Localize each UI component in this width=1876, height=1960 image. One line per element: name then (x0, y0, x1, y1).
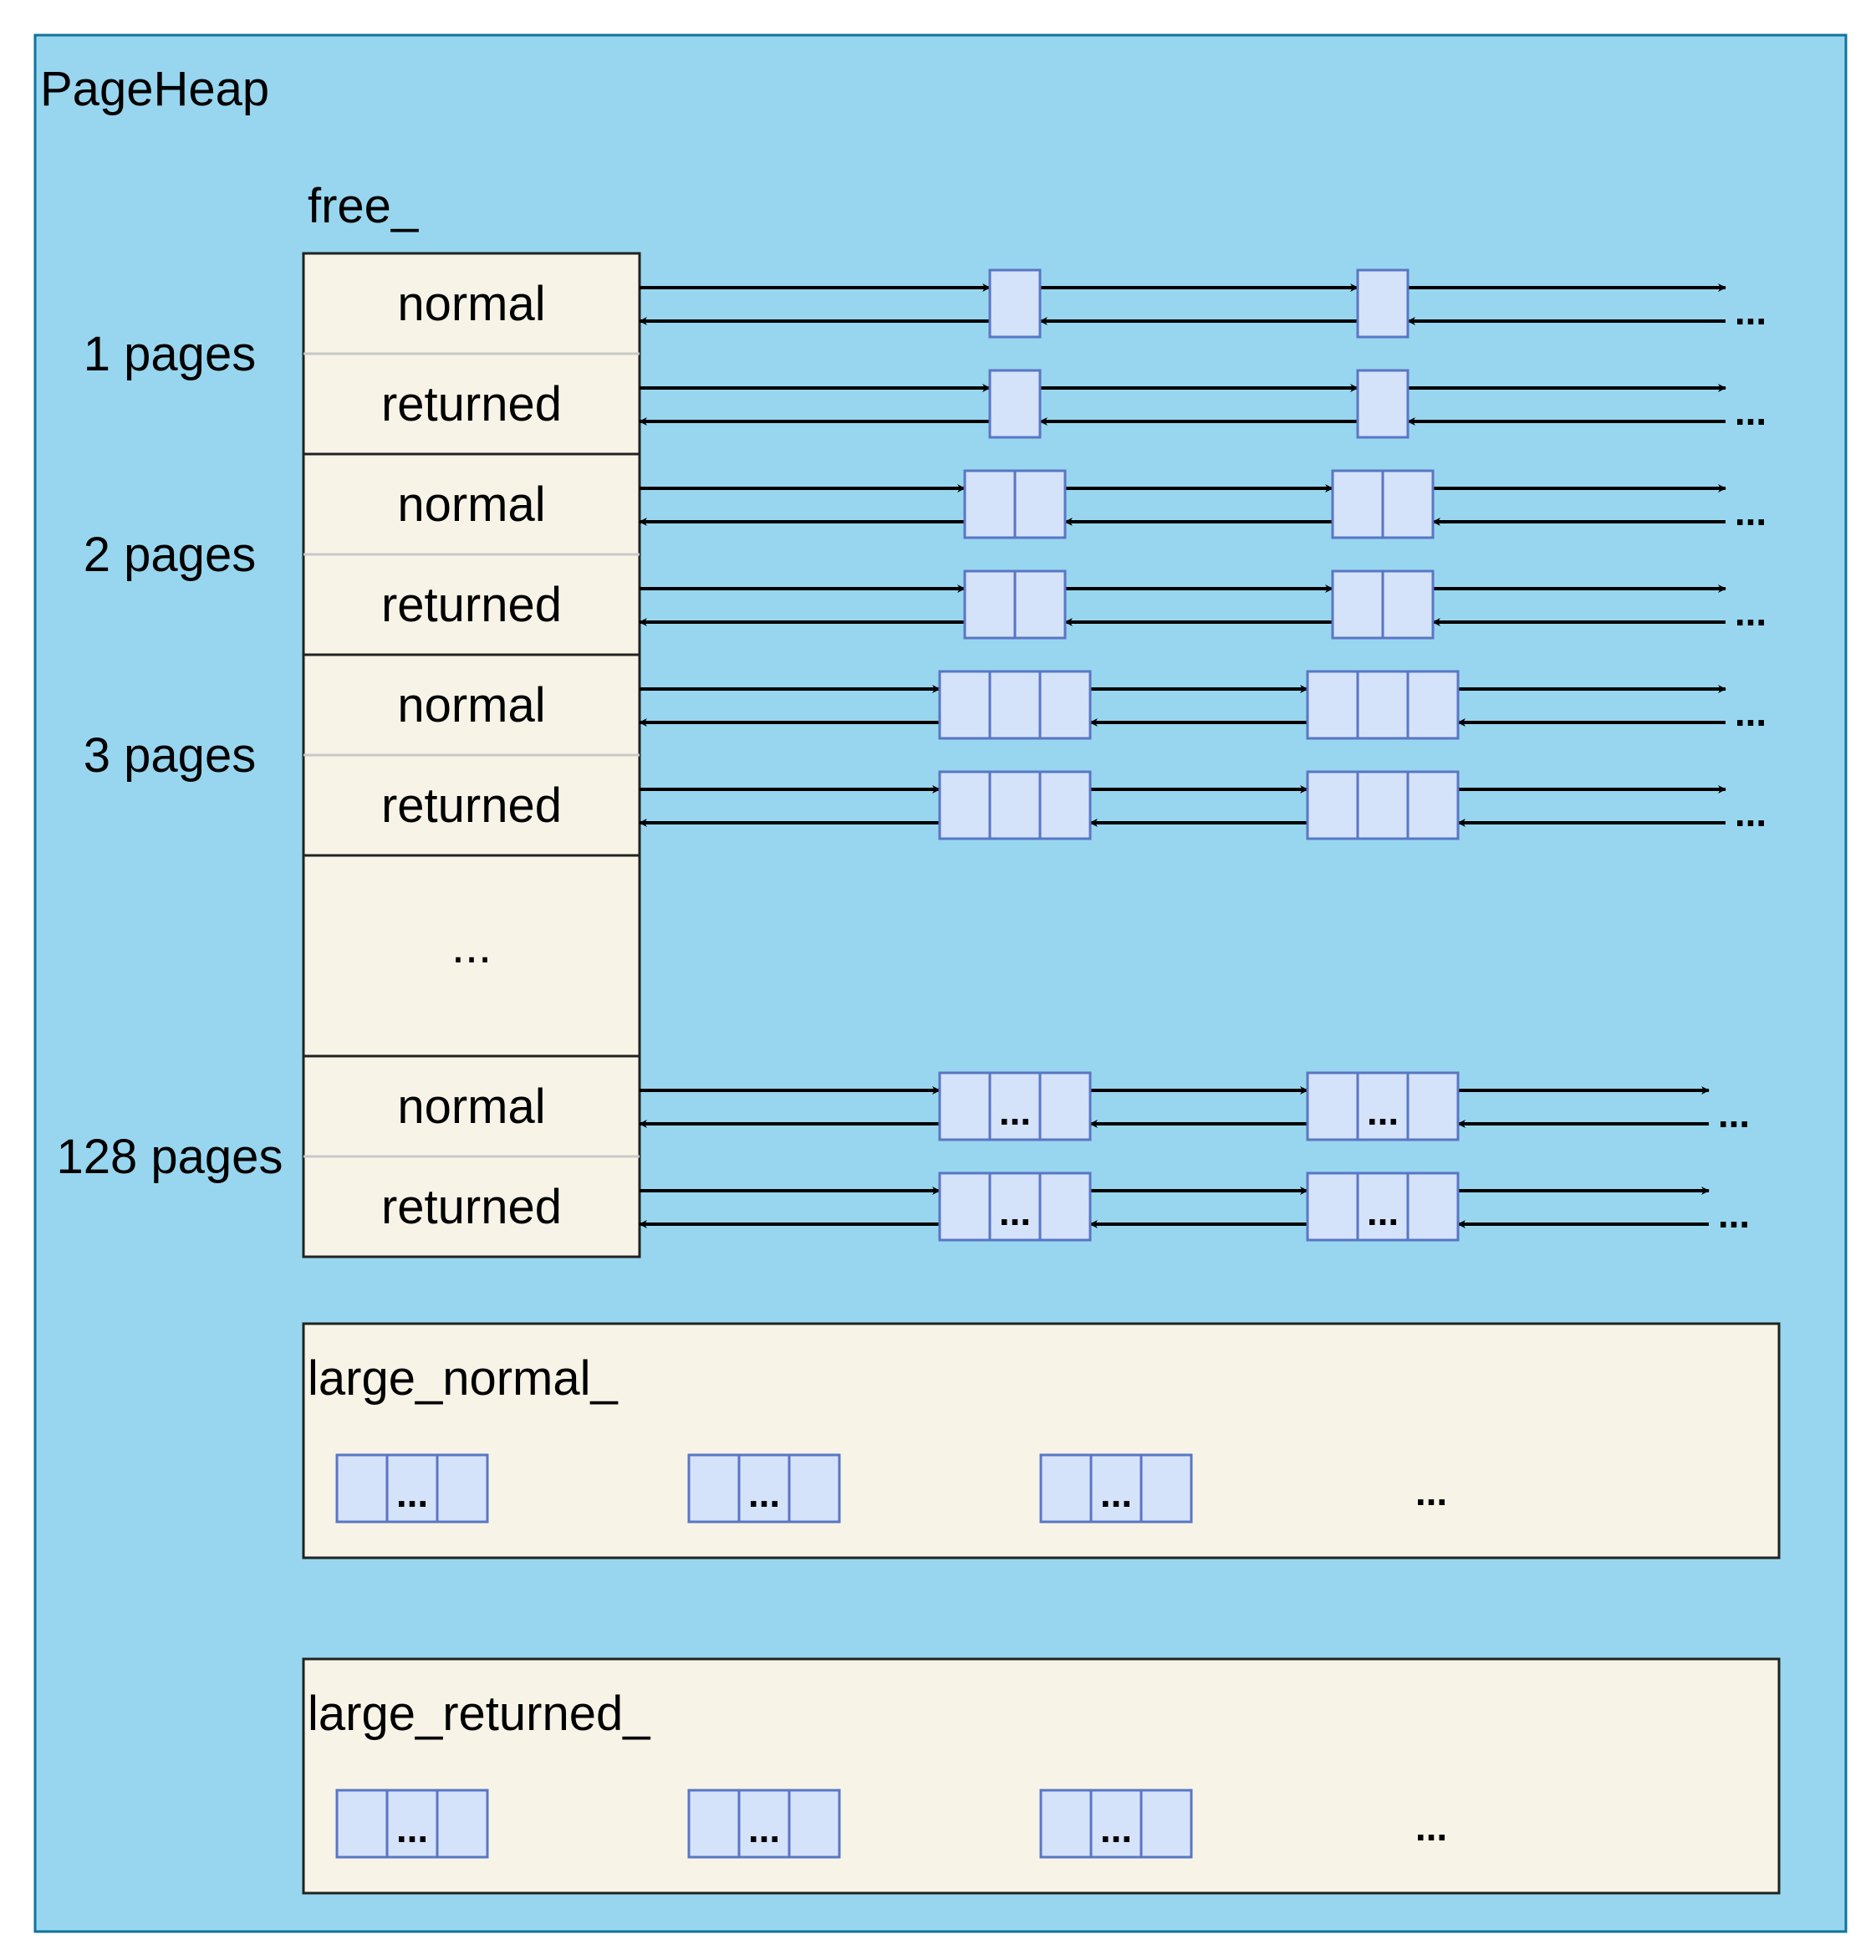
free-list-row-ellipsis-label: ... (451, 919, 492, 973)
size-class-label: 3 pages (84, 728, 256, 783)
free-list-table: normal 1 pages returned normal 2 pages return… (57, 252, 641, 1258)
span-middle-ellipsis: ... (999, 1190, 1031, 1233)
span-block (1306, 770, 1460, 840)
span-middle-ellipsis: ... (748, 1472, 780, 1515)
large-list-continuation-ellipsis: ... (1415, 1805, 1447, 1849)
span-block (988, 369, 1042, 439)
large-lists: large_normal_............ large_returned_… (302, 1322, 1781, 1895)
free-list-row-returned-label: returned (381, 377, 562, 431)
chain-continuation-ellipsis: ... (1735, 691, 1766, 734)
large-list-label: large_normal_ (308, 1351, 619, 1406)
free-list-row-normal-label: normal (397, 678, 545, 732)
large-span-block (1039, 1453, 1193, 1524)
size-class-label: 128 pages (57, 1130, 283, 1184)
chain-continuation-ellipsis: ... (1735, 490, 1766, 533)
span-block (988, 268, 1042, 339)
span-middle-ellipsis: ... (1367, 1090, 1399, 1133)
chain-continuation-ellipsis: ... (1735, 390, 1766, 433)
free-list-row-returned-label: returned (381, 778, 562, 833)
span-middle-ellipsis: ... (1100, 1807, 1132, 1850)
size-class-label: 2 pages (84, 528, 256, 582)
span-block (938, 770, 1092, 840)
chain-continuation-ellipsis: ... (1735, 791, 1766, 835)
large-list-continuation-ellipsis: ... (1415, 1470, 1447, 1513)
pageheap-title: PageHeap (40, 62, 269, 116)
span-chains: .................................... (639, 268, 1766, 1242)
span-block (938, 1071, 1092, 1141)
span-block (1356, 369, 1410, 439)
free-list-label: free_ (308, 179, 419, 233)
large-list-label: large_returned_ (308, 1687, 650, 1741)
large-span-block (687, 1789, 841, 1859)
span-middle-ellipsis: ... (1367, 1190, 1399, 1233)
span-block (938, 670, 1092, 740)
span-block (1306, 1071, 1460, 1141)
span-block (1306, 1171, 1460, 1242)
free-list-row-normal-label: normal (397, 1080, 545, 1134)
span-middle-ellipsis: ... (999, 1090, 1031, 1133)
span-middle-ellipsis: ... (748, 1807, 780, 1850)
chain-continuation-ellipsis: ... (1718, 1092, 1750, 1136)
large-span-block (335, 1453, 489, 1524)
span-block (1356, 268, 1410, 339)
large-span-block (1039, 1789, 1193, 1859)
large-span-block (687, 1453, 841, 1524)
span-middle-ellipsis: ... (396, 1807, 428, 1850)
span-block (938, 1171, 1092, 1242)
free-list-row-normal-label: normal (397, 277, 545, 331)
span-middle-ellipsis: ... (1100, 1472, 1132, 1515)
chain-continuation-ellipsis: ... (1735, 590, 1766, 634)
chain-continuation-ellipsis: ... (1718, 1192, 1750, 1236)
free-list-row-returned-label: returned (381, 1180, 562, 1234)
size-class-label: 1 pages (84, 327, 256, 381)
free-list-row-normal-label: normal (397, 477, 545, 532)
chain-continuation-ellipsis: ... (1735, 289, 1766, 333)
span-block (1306, 670, 1460, 740)
large-span-block (335, 1789, 489, 1859)
span-middle-ellipsis: ... (396, 1472, 428, 1515)
free-list-row-returned-label: returned (381, 578, 562, 632)
